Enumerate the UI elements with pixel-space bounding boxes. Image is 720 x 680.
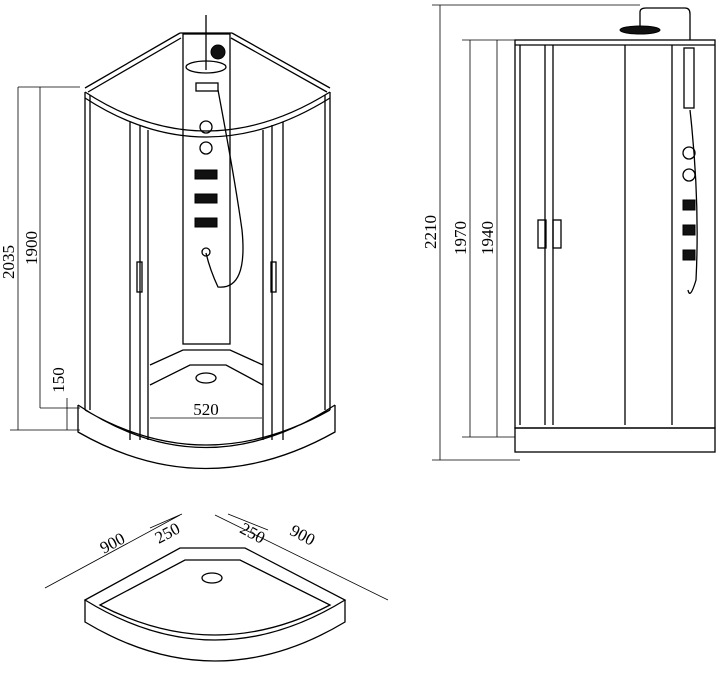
back-column-panel <box>182 33 231 345</box>
tray-inner <box>98 559 332 636</box>
control-knob-icon <box>199 141 213 155</box>
side-base <box>514 427 716 453</box>
front-view: 2035 1900 150 520 <box>0 15 336 470</box>
rain-shower-head-icon <box>185 60 227 74</box>
hand-shower-icon <box>683 47 695 109</box>
tray-dimension-lines <box>44 513 389 601</box>
massage-jet-icon <box>682 199 696 211</box>
shower-arm <box>639 7 691 40</box>
speaker-icon <box>210 44 226 60</box>
dim-2210: 2210 <box>421 215 440 249</box>
left-door-handle <box>136 261 143 293</box>
shower-hose <box>687 109 698 294</box>
drain-icon <box>201 572 223 584</box>
massage-jet-icon <box>194 217 218 228</box>
dim-900-left: 900 <box>97 529 128 558</box>
shower-hose <box>205 89 244 288</box>
side-view: 2210 1970 1940 <box>421 4 716 461</box>
massage-jet-icon <box>194 193 218 204</box>
control-knob-icon <box>682 168 696 182</box>
hose-connector-icon <box>201 247 211 257</box>
dim-1900: 1900 <box>22 231 41 265</box>
side-dimension-lines <box>432 4 640 461</box>
dim-520: 520 <box>193 400 219 419</box>
dim-1940: 1940 <box>478 221 497 255</box>
dim-250-right: 250 <box>237 519 268 548</box>
right-door-handle <box>270 261 277 293</box>
tray-skirt <box>84 600 346 662</box>
mixer <box>195 82 219 92</box>
tray-top <box>83 547 347 641</box>
glass-panels <box>84 92 331 440</box>
dim-150: 150 <box>49 367 68 393</box>
dim-250-left: 250 <box>152 519 183 548</box>
control-knob-icon <box>682 146 696 160</box>
tray-inner <box>149 349 264 386</box>
dim-1970: 1970 <box>451 221 470 255</box>
dim-900-right: 900 <box>287 521 318 550</box>
drain-icon <box>195 372 217 384</box>
tray-view: 900 250 250 900 <box>44 513 389 662</box>
dim-2035: 2035 <box>0 245 18 279</box>
door-handle <box>552 219 562 249</box>
massage-jet-icon <box>194 169 218 180</box>
dimension-lines <box>10 86 80 431</box>
massage-jet-icon <box>682 224 696 236</box>
rain-shower-head-icon <box>619 25 661 35</box>
door-handle <box>537 219 547 249</box>
top-arc-frame <box>84 91 331 138</box>
control-knob-icon <box>199 120 213 134</box>
base-skirt <box>77 404 336 470</box>
massage-jet-icon <box>682 249 696 261</box>
